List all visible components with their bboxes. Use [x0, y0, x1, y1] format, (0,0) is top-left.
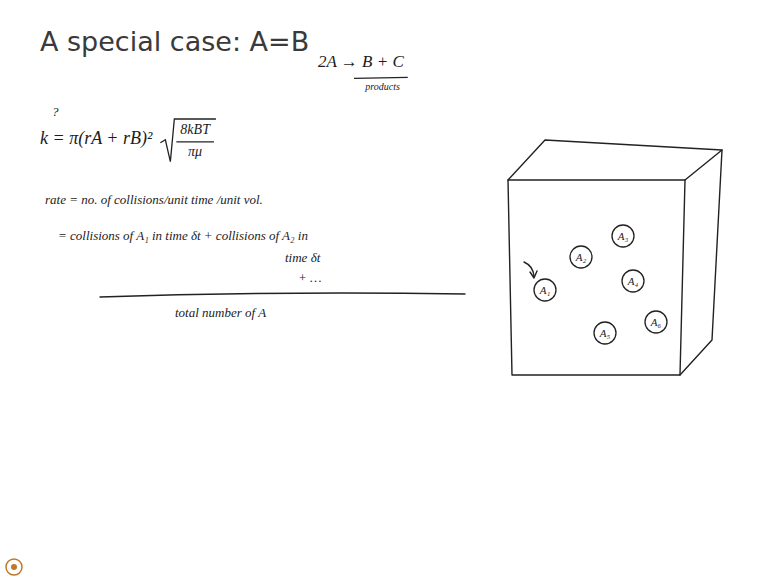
sqrt-denominator: πμ — [188, 144, 202, 161]
label-text: 8kBT — [180, 122, 210, 137]
reaction: 2A → B + C — [318, 52, 404, 72]
pointer-arrow — [524, 262, 534, 276]
rate-definition: rate = no. of collisions/unit time /unit… — [45, 192, 263, 208]
fraction-line — [176, 141, 214, 142]
label-text: products — [365, 81, 400, 92]
cube-top — [508, 140, 722, 180]
sqrt-sign — [160, 119, 216, 162]
molecule-label: A₄ — [628, 275, 639, 287]
label-text: = collisions of A₁ in time δt + collisio… — [58, 228, 308, 243]
denominator-text: total number of A — [175, 305, 266, 321]
underline — [354, 77, 408, 78]
label-text: k = π(rA + rB)² — [40, 128, 152, 148]
label-text: + … — [298, 270, 322, 285]
numerator-line: = collisions of A₁ in time δt + collisio… — [58, 228, 308, 244]
label-text: total number of A — [175, 305, 266, 320]
molecule-label: A₆ — [651, 316, 662, 328]
products-note: products — [365, 81, 400, 93]
molecule-circle: A₃ — [611, 224, 635, 248]
molecule-label: A₂ — [576, 251, 587, 263]
molecule-label: A₃ — [618, 230, 629, 242]
slide-title: A special case: A=B — [40, 26, 309, 58]
label-text: rate = no. of collisions/unit time /unit… — [45, 192, 263, 207]
cube-front — [508, 180, 685, 375]
logo — [6, 559, 22, 575]
label-text: 2A → B + C — [318, 52, 404, 71]
molecule-label: A₅ — [600, 327, 611, 339]
cube-side — [680, 150, 722, 375]
numerator-cont: time δt — [285, 250, 320, 266]
numerator-more: + … — [298, 270, 322, 286]
label-text: ? — [52, 104, 59, 119]
molecule-circle: A₆ — [644, 310, 668, 334]
rate-constant: k = π(rA + rB)² — [40, 128, 152, 150]
molecule-label: A₁ — [540, 284, 551, 296]
molecule-circle: A₄ — [621, 269, 645, 293]
molecule-circle: A₂ — [569, 245, 593, 269]
molecule-circle: A₅ — [593, 321, 617, 345]
pointer-arrow-head — [530, 271, 537, 278]
label-text: πμ — [188, 144, 202, 159]
title-text: A special case: A=B — [40, 26, 309, 57]
molecule-circle: A₁ — [533, 278, 557, 302]
sqrt-numerator: 8kBT — [180, 122, 210, 139]
label-text: time δt — [285, 250, 320, 265]
question-mark: ? — [52, 104, 59, 120]
fraction-bar — [100, 293, 465, 297]
